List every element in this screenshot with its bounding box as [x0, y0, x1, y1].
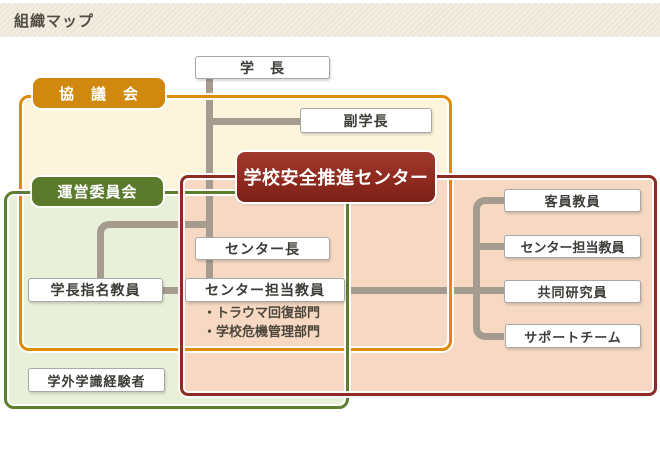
- node-visiting-faculty: 客員教員: [504, 189, 641, 212]
- steering-label: 運営委員会: [32, 177, 163, 206]
- connector-president-trunk: [206, 79, 213, 237]
- connector-right-bracket: [473, 197, 504, 340]
- node-center-director: センター長: [195, 237, 330, 260]
- connector-right-faculty-stub: [480, 243, 504, 250]
- center-title: 学校安全推進センター: [237, 152, 435, 202]
- connector-appointed-elbow: [97, 221, 213, 278]
- node-vice-president: 副学長: [300, 108, 432, 133]
- division-item-trauma: ・トラウマ回復部門: [203, 305, 321, 320]
- division-list: ・トラウマ回復部門 ・学校危機管理部門: [203, 303, 320, 341]
- page-header: 組織マップ: [0, 3, 660, 37]
- node-external-experts: 学外学識経験者: [28, 368, 165, 392]
- council-label: 協 議 会: [33, 78, 165, 108]
- node-president-appointed: 学長指名教員: [28, 278, 163, 302]
- division-item-crisis: ・学校危機管理部門: [203, 324, 321, 339]
- page-title: 組織マップ: [14, 12, 95, 30]
- node-center-faculty-right: センター担当教員: [504, 235, 641, 258]
- connector-director-link: [206, 260, 213, 278]
- node-center-faculty-main: センター担当教員: [185, 278, 345, 302]
- node-support-team: サポートチーム: [505, 324, 641, 348]
- node-joint-researchers: 共同研究員: [504, 280, 641, 303]
- node-president: 学 長: [195, 56, 330, 79]
- connector-vice-president-branch: [206, 118, 300, 125]
- council-area-border: [19, 95, 452, 351]
- steering-area-border: [4, 191, 349, 409]
